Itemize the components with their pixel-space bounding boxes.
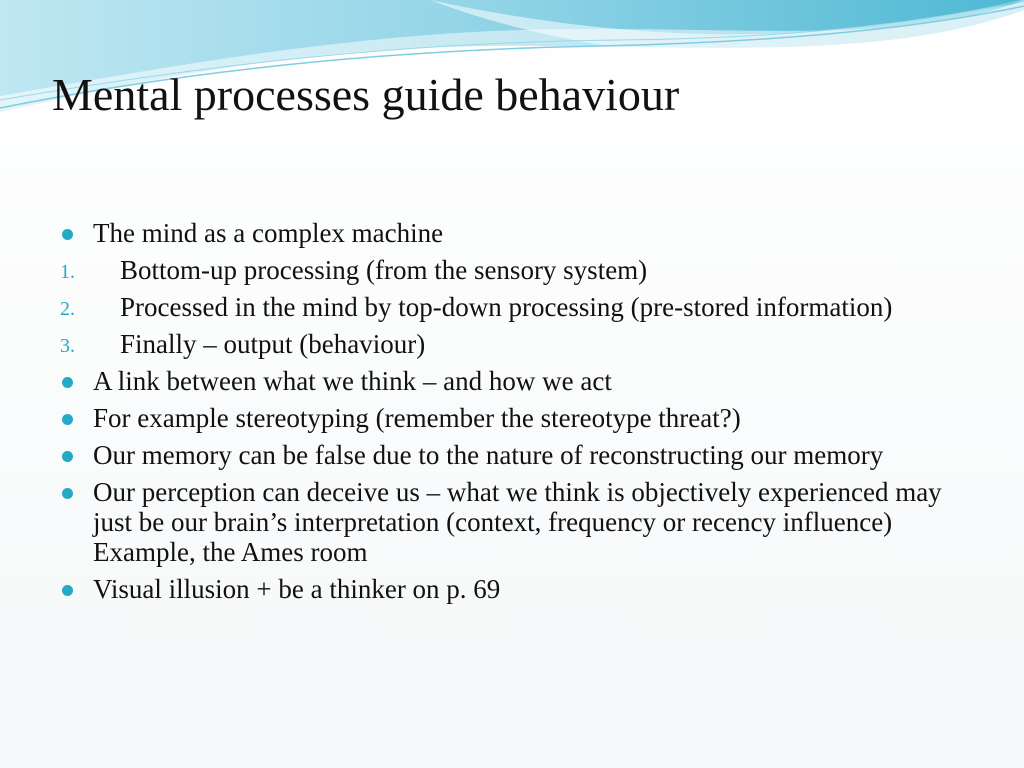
list-item-text: Bottom-up processing (from the sensory s…	[120, 255, 648, 285]
list-item-text: The mind as a complex machine	[93, 218, 444, 248]
wave-highlight	[430, 0, 1024, 57]
list-item-numbered: 2. Processed in the mind by top-down pro…	[60, 292, 980, 322]
list-item-text: Our memory can be false due to the natur…	[93, 440, 884, 470]
decorative-wave-banner	[0, 0, 1024, 112]
list-number-marker: 3.	[60, 335, 75, 357]
slide-content-list: The mind as a complex machine 1. Bottom-…	[60, 218, 980, 611]
list-item-bullet: Visual illusion + be a thinker on p. 69	[60, 574, 980, 604]
bullet-dot-icon	[62, 585, 73, 596]
list-number-marker: 2.	[60, 298, 75, 320]
list-item-numbered: 3. Finally – output (behaviour)	[60, 329, 980, 359]
wave-front	[0, 0, 1024, 96]
bullet-dot-icon	[62, 451, 73, 462]
slide-title: Mental processes guide behaviour	[52, 69, 680, 120]
list-item-bullet: A link between what we think – and how w…	[60, 366, 980, 396]
bullet-dot-icon	[62, 377, 73, 388]
bullet-dot-icon	[62, 414, 73, 425]
list-number-marker: 1.	[60, 261, 75, 283]
list-item-bullet: Our memory can be false due to the natur…	[60, 440, 980, 470]
list-item-bullet: The mind as a complex machine	[60, 218, 980, 248]
list-item-text: Finally – output (behaviour)	[120, 329, 426, 359]
bullet-dot-icon	[62, 229, 73, 240]
list-item-bullet: For example stereotyping (remember the s…	[60, 403, 980, 433]
list-item-bullet: Our perception can deceive us – what we …	[60, 477, 980, 567]
bullet-dot-icon	[62, 488, 73, 499]
list-item-numbered: 1. Bottom-up processing (from the sensor…	[60, 255, 980, 285]
wave-line-1	[0, 5, 1024, 109]
list-item-text: Processed in the mind by top-down proces…	[120, 292, 893, 322]
list-item-text: A link between what we think – and how w…	[93, 366, 612, 396]
list-item-text: Visual illusion + be a thinker on p. 69	[93, 574, 501, 604]
wave-line-2	[0, 0, 1024, 101]
list-item-text: For example stereotyping (remember the s…	[93, 403, 741, 433]
list-item-text: Our perception can deceive us – what we …	[93, 477, 942, 567]
